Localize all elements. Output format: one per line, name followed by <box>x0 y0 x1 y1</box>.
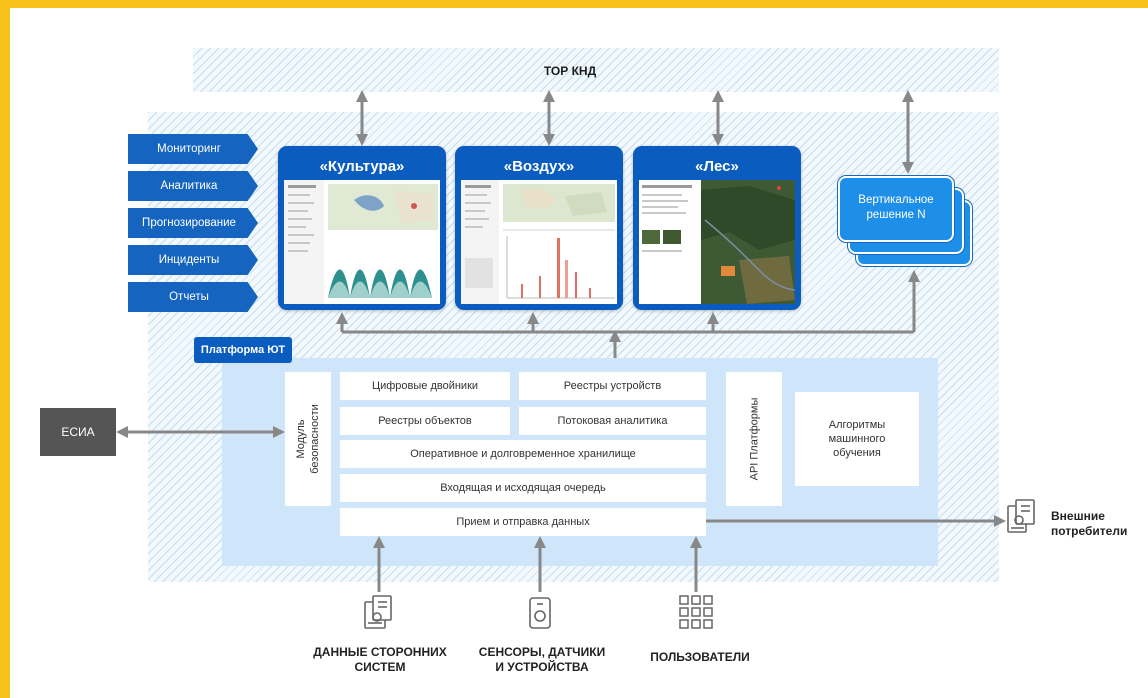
third-party-line2: СИСТЕМ <box>354 660 406 674</box>
menu-incidents[interactable]: Инциденты <box>128 245 258 275</box>
app-screenshot-air <box>461 180 617 304</box>
third-party-systems-icon <box>364 595 392 629</box>
label-users: ПОЛЬЗОВАТЕЛИ <box>650 650 750 664</box>
sensors-line1: СЕНСОРЫ, ДАТЧИКИ <box>478 645 606 659</box>
ml-line1: Алгоритмы <box>828 419 886 431</box>
module-device-registries: Реестры устройств <box>519 372 706 400</box>
vertical-solution-line1: Вертикальное <box>858 194 934 206</box>
vertical-solution-text: Вертикальное решение N <box>840 178 952 223</box>
app-card-forest[interactable]: «Лес» <box>633 146 801 310</box>
menu-forecasting[interactable]: Прогнозирование <box>128 208 258 238</box>
label-third-party-data: ДАННЫЕ СТОРОННИХ СИСТЕМ <box>300 645 460 675</box>
ml-line2: машинного <box>828 433 886 445</box>
label-sensors: СЕНСОРЫ, ДАТЧИКИ И УСТРОЙСТВА <box>462 645 622 675</box>
api-platform: API Платформы <box>726 372 782 506</box>
module-stream-analytics: Потоковая аналитика <box>519 407 706 435</box>
platform-label: Платформа ЮТ <box>194 337 292 363</box>
module-storage: Оперативное и долговременное хранилище <box>340 440 706 468</box>
app-screenshot-culture <box>284 180 440 304</box>
tor-knd-label: ТОР КНД <box>543 64 597 78</box>
sensors-line2: И УСТРОЙСТВА <box>495 660 589 674</box>
external-line2: потребители <box>1051 524 1128 538</box>
app-title-culture: «Культура» <box>319 158 405 175</box>
app-card-air[interactable]: «Воздух» <box>455 146 623 310</box>
vertical-solution-card[interactable]: Вертикальное решение N <box>838 176 954 242</box>
external-line1: Внешние <box>1051 509 1105 523</box>
menu-reports[interactable]: Отчеты <box>128 282 258 312</box>
esia-box[interactable]: ЕСИА <box>40 408 116 456</box>
external-consumers-label: Внешние потребители <box>1051 509 1145 539</box>
module-data-io: Прием и отправка данных <box>340 508 706 536</box>
tor-knd-band <box>193 48 999 92</box>
app-title-forest: «Лес» <box>695 158 739 175</box>
sensor-device-icon <box>529 597 551 629</box>
module-digital-twins: Цифровые двойники <box>340 372 510 400</box>
security-module: Модуль безопасности <box>285 372 331 506</box>
third-party-line1: ДАННЫЕ СТОРОННИХ <box>313 645 447 659</box>
users-grid-icon <box>679 595 713 629</box>
ml-algorithms: Алгоритмы машинного обучения <box>795 392 919 486</box>
menu-monitoring[interactable]: Мониторинг <box>128 134 258 164</box>
app-title-air: «Воздух» <box>503 158 575 175</box>
app-card-culture[interactable]: «Культура» <box>278 146 446 310</box>
module-object-registries: Реестры объектов <box>340 407 510 435</box>
app-screenshot-forest <box>639 180 795 304</box>
menu-analytics[interactable]: Аналитика <box>128 171 258 201</box>
external-consumers-icon <box>1007 499 1035 533</box>
ml-line3: обучения <box>833 447 881 459</box>
vertical-solution-line2: решение N <box>866 209 926 221</box>
module-queue: Входящая и исходящая очередь <box>340 474 706 502</box>
